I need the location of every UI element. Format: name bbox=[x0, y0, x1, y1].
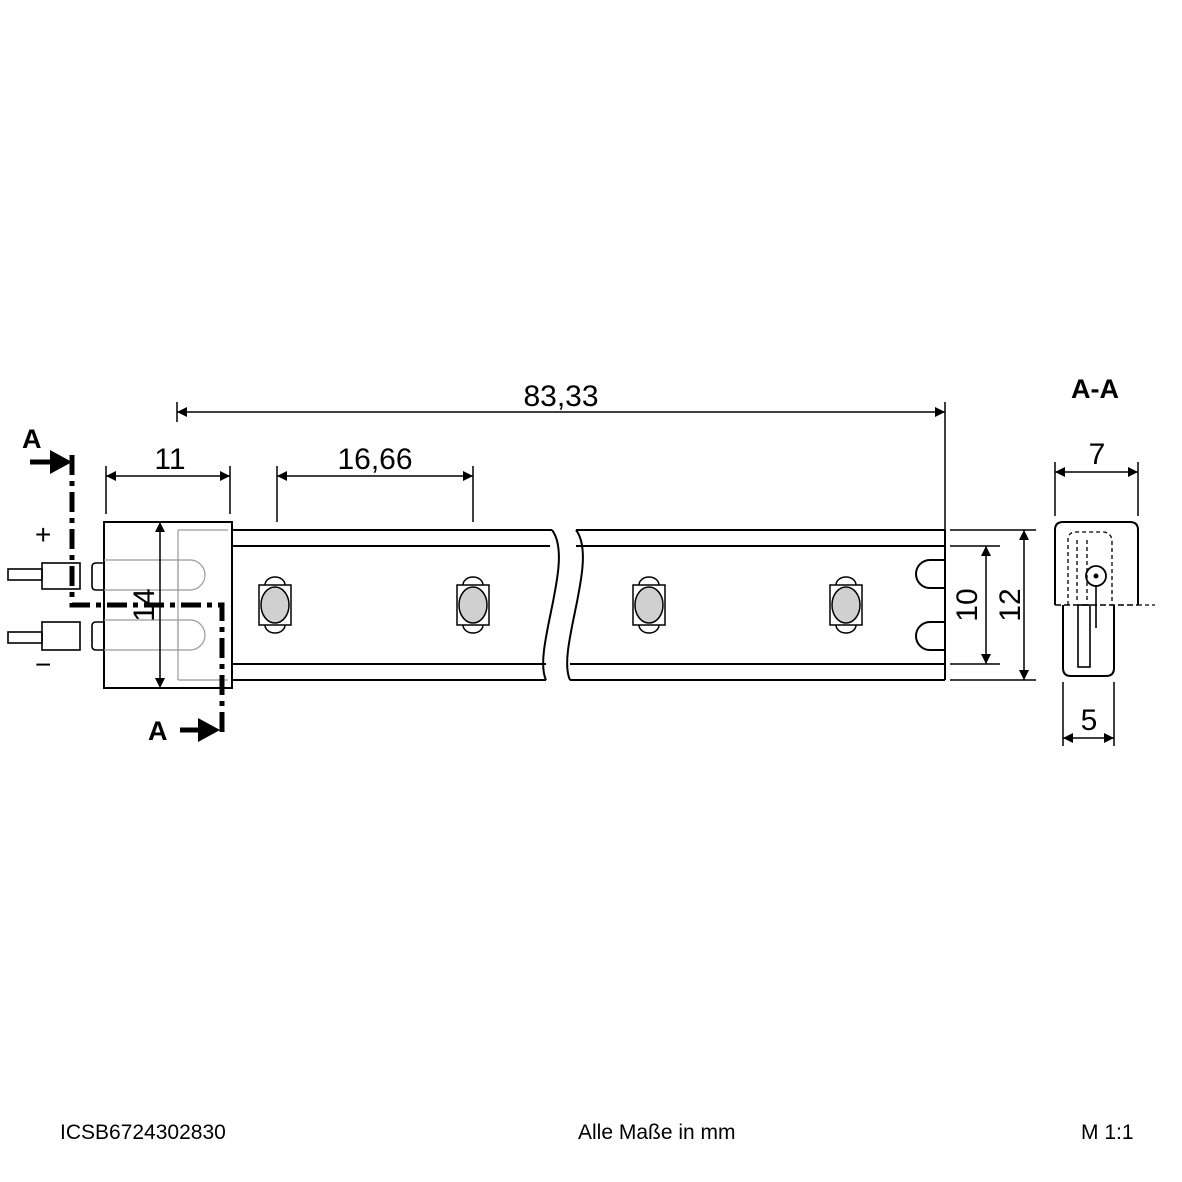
dimension-cap-length-label: 11 bbox=[154, 443, 185, 476]
dimension-cap-height-label: 14 bbox=[128, 588, 161, 621]
section-line bbox=[69, 455, 225, 737]
dimension-section-width-bottom-label: 5 bbox=[1081, 704, 1098, 737]
dimension-inner-height-label: 10 bbox=[951, 588, 984, 621]
section-marker-label: A bbox=[148, 716, 168, 746]
dimension-total-length-label: 83,33 bbox=[523, 380, 598, 413]
section-title: A-A bbox=[1071, 374, 1119, 404]
part-number: ICSB6724302830 bbox=[60, 1121, 226, 1144]
dimension-section-width-top bbox=[1054, 462, 1139, 516]
dimension-led-pitch-label: 16,66 bbox=[337, 443, 412, 476]
led-chip bbox=[456, 576, 490, 634]
cable-plus bbox=[7, 562, 104, 591]
dimension-cap-length bbox=[105, 466, 231, 514]
plus-sign: + bbox=[35, 519, 51, 550]
minus-sign: − bbox=[35, 649, 51, 680]
led-chip bbox=[829, 576, 863, 634]
led-strip-body bbox=[232, 529, 946, 681]
led-chip bbox=[632, 576, 666, 634]
led-chip bbox=[258, 576, 292, 634]
dimension-outer-height-label: 12 bbox=[994, 588, 1027, 621]
section-marker-label: A bbox=[22, 424, 42, 454]
dimension-total-length bbox=[176, 402, 946, 530]
section-arrow-top: A bbox=[22, 424, 72, 474]
dimension-inner-height bbox=[950, 545, 1000, 665]
dimension-led-pitch bbox=[276, 466, 474, 522]
dimension-section-width-bottom bbox=[1062, 682, 1115, 746]
cable-minus bbox=[7, 621, 104, 651]
section-arrow-bottom: A bbox=[148, 716, 220, 746]
scale-label: M 1:1 bbox=[1081, 1121, 1134, 1144]
end-cap bbox=[103, 521, 233, 689]
dimension-outer-height bbox=[950, 529, 1036, 681]
units-note: Alle Maße in mm bbox=[578, 1121, 736, 1144]
section-view bbox=[1054, 521, 1155, 677]
dimension-section-width-top-label: 7 bbox=[1089, 438, 1106, 471]
